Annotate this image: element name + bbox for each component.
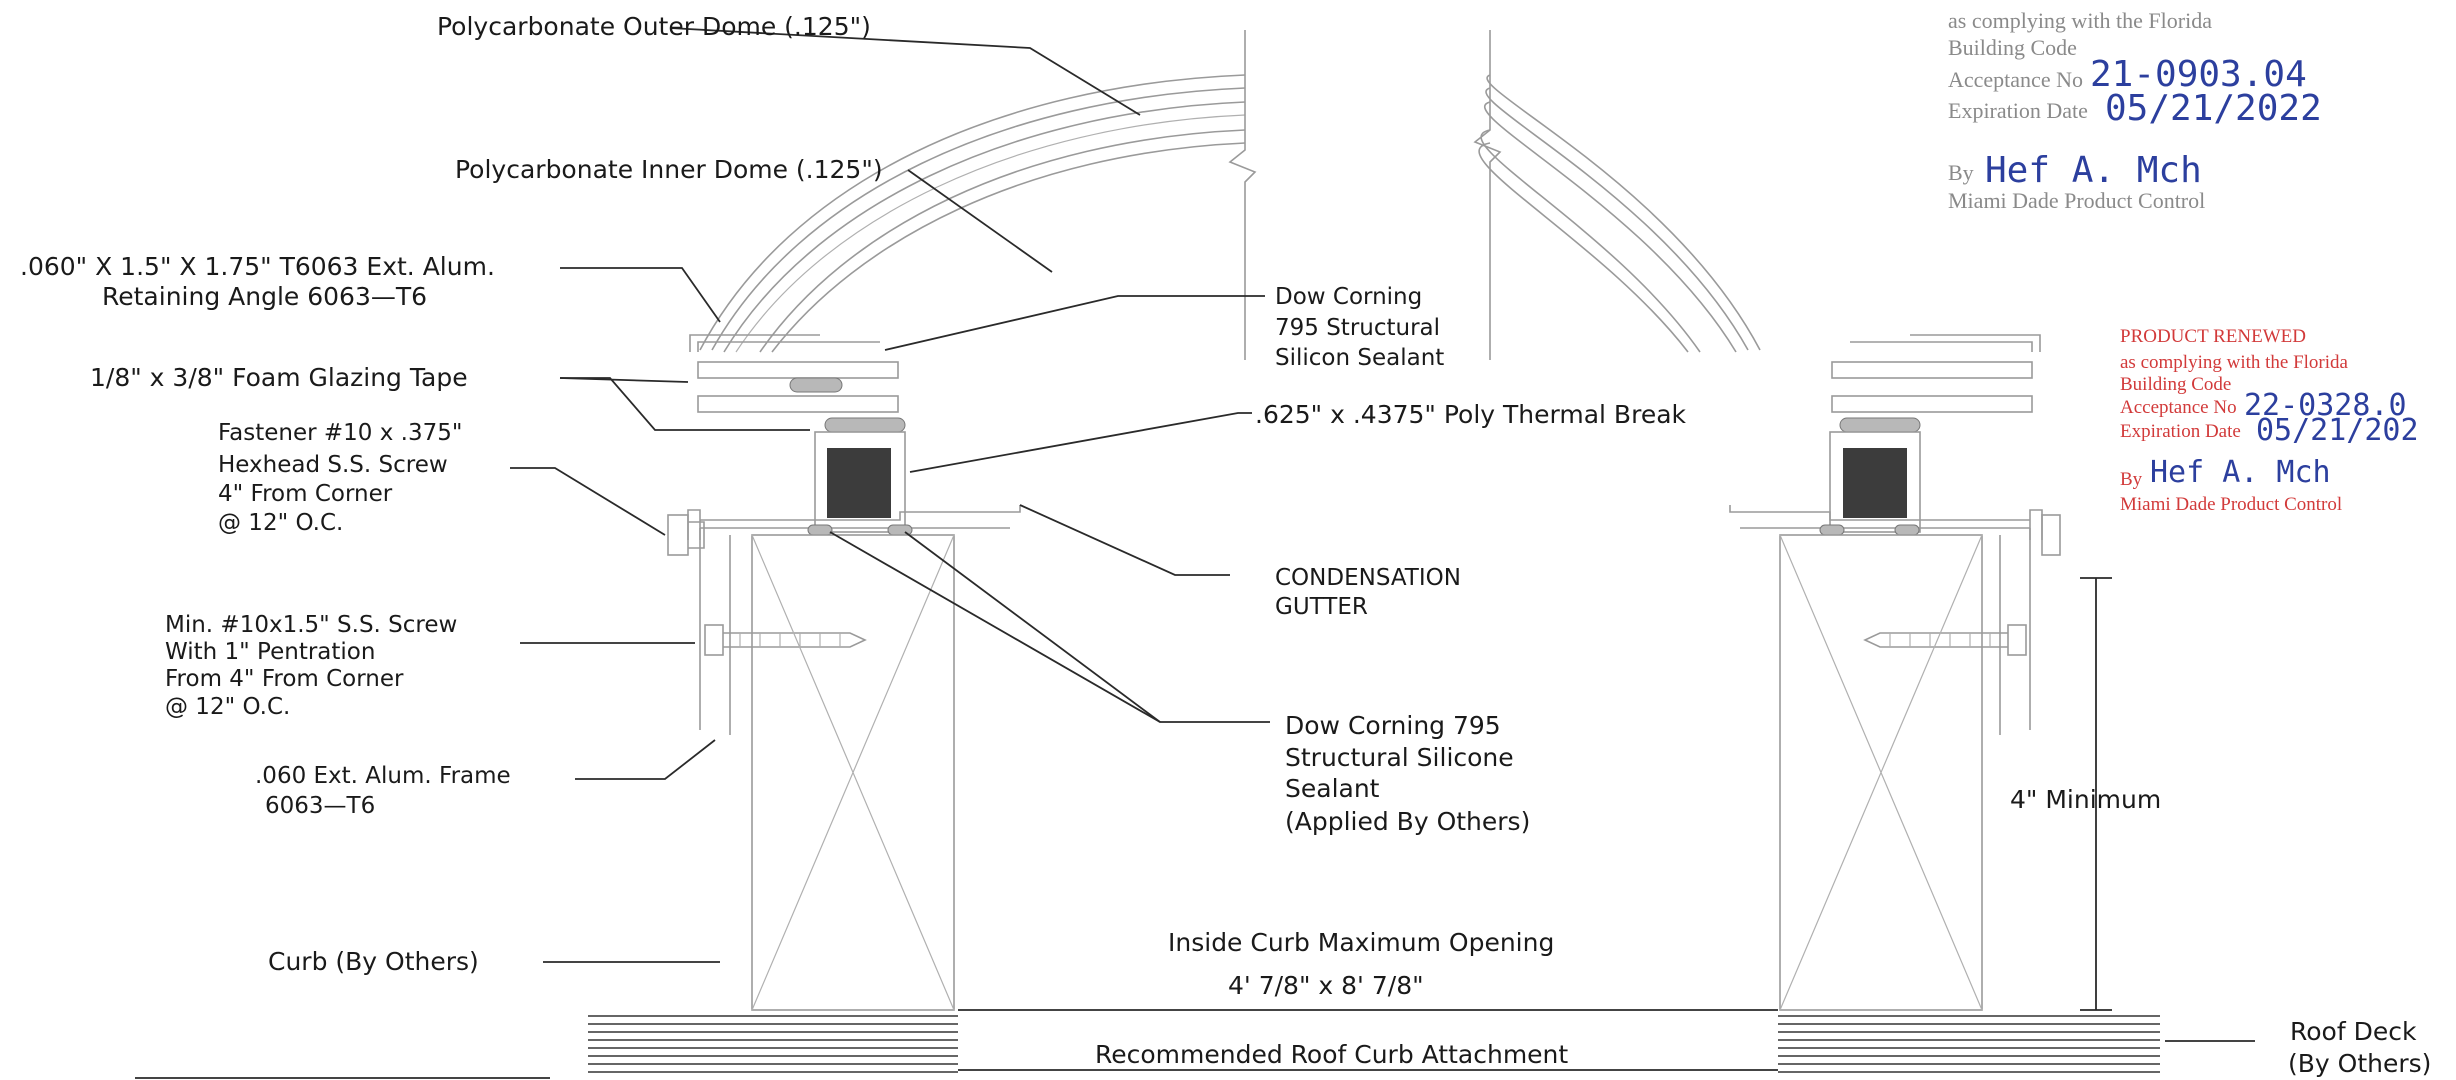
stamp-top-by: By — [1948, 160, 1974, 185]
label-roof-deck-2: (By Others) — [2288, 1049, 2431, 1078]
glazing-tape-left — [789, 377, 843, 393]
label-attachment: Recommended Roof Curb Attachment — [1095, 1040, 1568, 1069]
label-retaining-angle-2: Retaining Angle 6063—T6 — [102, 282, 427, 311]
stamp-renewed-footer: Miami Dade Product Control — [2120, 494, 2342, 515]
label-fastener-2: Hexhead S.S. Screw — [218, 452, 448, 478]
label-dow-bottom-2: Structural Silicone — [1285, 743, 1514, 772]
minimum-dimension — [2080, 577, 2112, 1011]
label-roof-deck: Roof Deck — [2290, 1017, 2417, 1046]
stamp-renewed-line4: Expiration Date — [2120, 421, 2241, 442]
dome-right — [1478, 74, 1761, 353]
approval-stamp-renewed: PRODUCT RENEWED as complying with the Fl… — [2120, 326, 2419, 515]
label-screw-4: @ 12" O.C. — [165, 694, 290, 720]
label-dow-top: Dow Corning — [1275, 284, 1422, 310]
stamp-renewed-title: PRODUCT RENEWED — [2120, 326, 2306, 347]
thermal-break-left — [827, 448, 891, 518]
label-opening: Inside Curb Maximum Opening — [1168, 928, 1554, 957]
label-dow-bottom-4: (Applied By Others) — [1285, 807, 1530, 836]
label-dow-top-3: Silicon Sealant — [1275, 345, 1444, 371]
stamp-renewed-line1: as complying with the Florida — [2120, 352, 2349, 373]
right-frame-assembly — [1729, 334, 2061, 735]
stamp-top-signature: Hef A. Mch — [1985, 150, 2202, 191]
label-fastener: Fastener #10 x .375" — [218, 420, 462, 446]
label-minimum: 4" Minimum — [2010, 785, 2161, 814]
label-opening-size: 4' 7/8" x 8' 7/8" — [1228, 971, 1424, 1000]
thermal-break-right — [1843, 448, 1907, 518]
stamp-renewed-by: By — [2120, 469, 2143, 490]
stamp-top-line1: as complying with the Florida — [1948, 8, 2212, 33]
stamp-top-line3: Acceptance No — [1948, 67, 2083, 92]
label-frame-2: 6063—T6 — [265, 793, 375, 819]
label-dow-top-2: 795 Structural — [1275, 315, 1440, 341]
label-fastener-3: 4" From Corner — [218, 481, 393, 507]
roof-deck-left — [588, 1015, 958, 1073]
stamp-renewed-signature: Hef A. Mch — [2150, 455, 2331, 490]
dome-left — [699, 74, 1246, 353]
approval-stamp-top: as complying with the Florida Building C… — [1948, 8, 2322, 213]
label-glazing-tape: 1/8" x 3/8" Foam Glazing Tape — [90, 363, 468, 392]
stamp-top-footer: Miami Dade Product Control — [1948, 188, 2205, 213]
callout-labels: Polycarbonate Outer Dome (.125") Polycar… — [20, 12, 2431, 1078]
label-retaining-angle: .060" X 1.5" X 1.75" T6063 Ext. Alum. — [20, 252, 495, 281]
label-fastener-4: @ 12" O.C. — [218, 510, 343, 536]
stamp-renewed-acceptance-no: 22-0328.0 — [2244, 388, 2407, 423]
stamp-top-acceptance-no: 21-0903.04 — [2090, 54, 2307, 95]
stamp-renewed-expiration-date: 05/21/202 — [2256, 413, 2419, 448]
break-lines — [1228, 30, 1502, 360]
stamp-renewed-line2: Building Code — [2120, 374, 2231, 395]
stamp-top-line4: Expiration Date — [1948, 98, 2088, 123]
stamp-top-expiration-date: 05/21/2022 — [2105, 88, 2322, 129]
right-curb — [1779, 534, 1983, 1011]
stamp-renewed-line3: Acceptance No — [2120, 397, 2237, 418]
label-condensation: CONDENSATION — [1275, 565, 1461, 591]
stamp-top-line2: Building Code — [1948, 35, 2077, 60]
label-outer-dome: Polycarbonate Outer Dome (.125") — [437, 12, 871, 41]
label-thermal-break: .625" x .4375" Poly Thermal Break — [1255, 400, 1687, 429]
label-dow-bottom-3: Sealant — [1285, 774, 1380, 803]
label-screw: Min. #10x1.5" S.S. Screw — [165, 612, 457, 638]
label-dow-bottom: Dow Corning 795 — [1285, 711, 1501, 740]
label-inner-dome: Polycarbonate Inner Dome (.125") — [455, 155, 883, 184]
label-condensation-2: GUTTER — [1275, 594, 1368, 620]
label-screw-3: From 4" From Corner — [165, 666, 404, 692]
leader-lines — [510, 27, 2255, 1042]
roof-deck-right — [1778, 1015, 2160, 1073]
left-curb — [751, 534, 955, 1011]
label-screw-2: With 1" Pentration — [165, 639, 375, 665]
label-frame: .060 Ext. Alum. Frame — [255, 763, 511, 789]
label-curb: Curb (By Others) — [268, 947, 479, 976]
